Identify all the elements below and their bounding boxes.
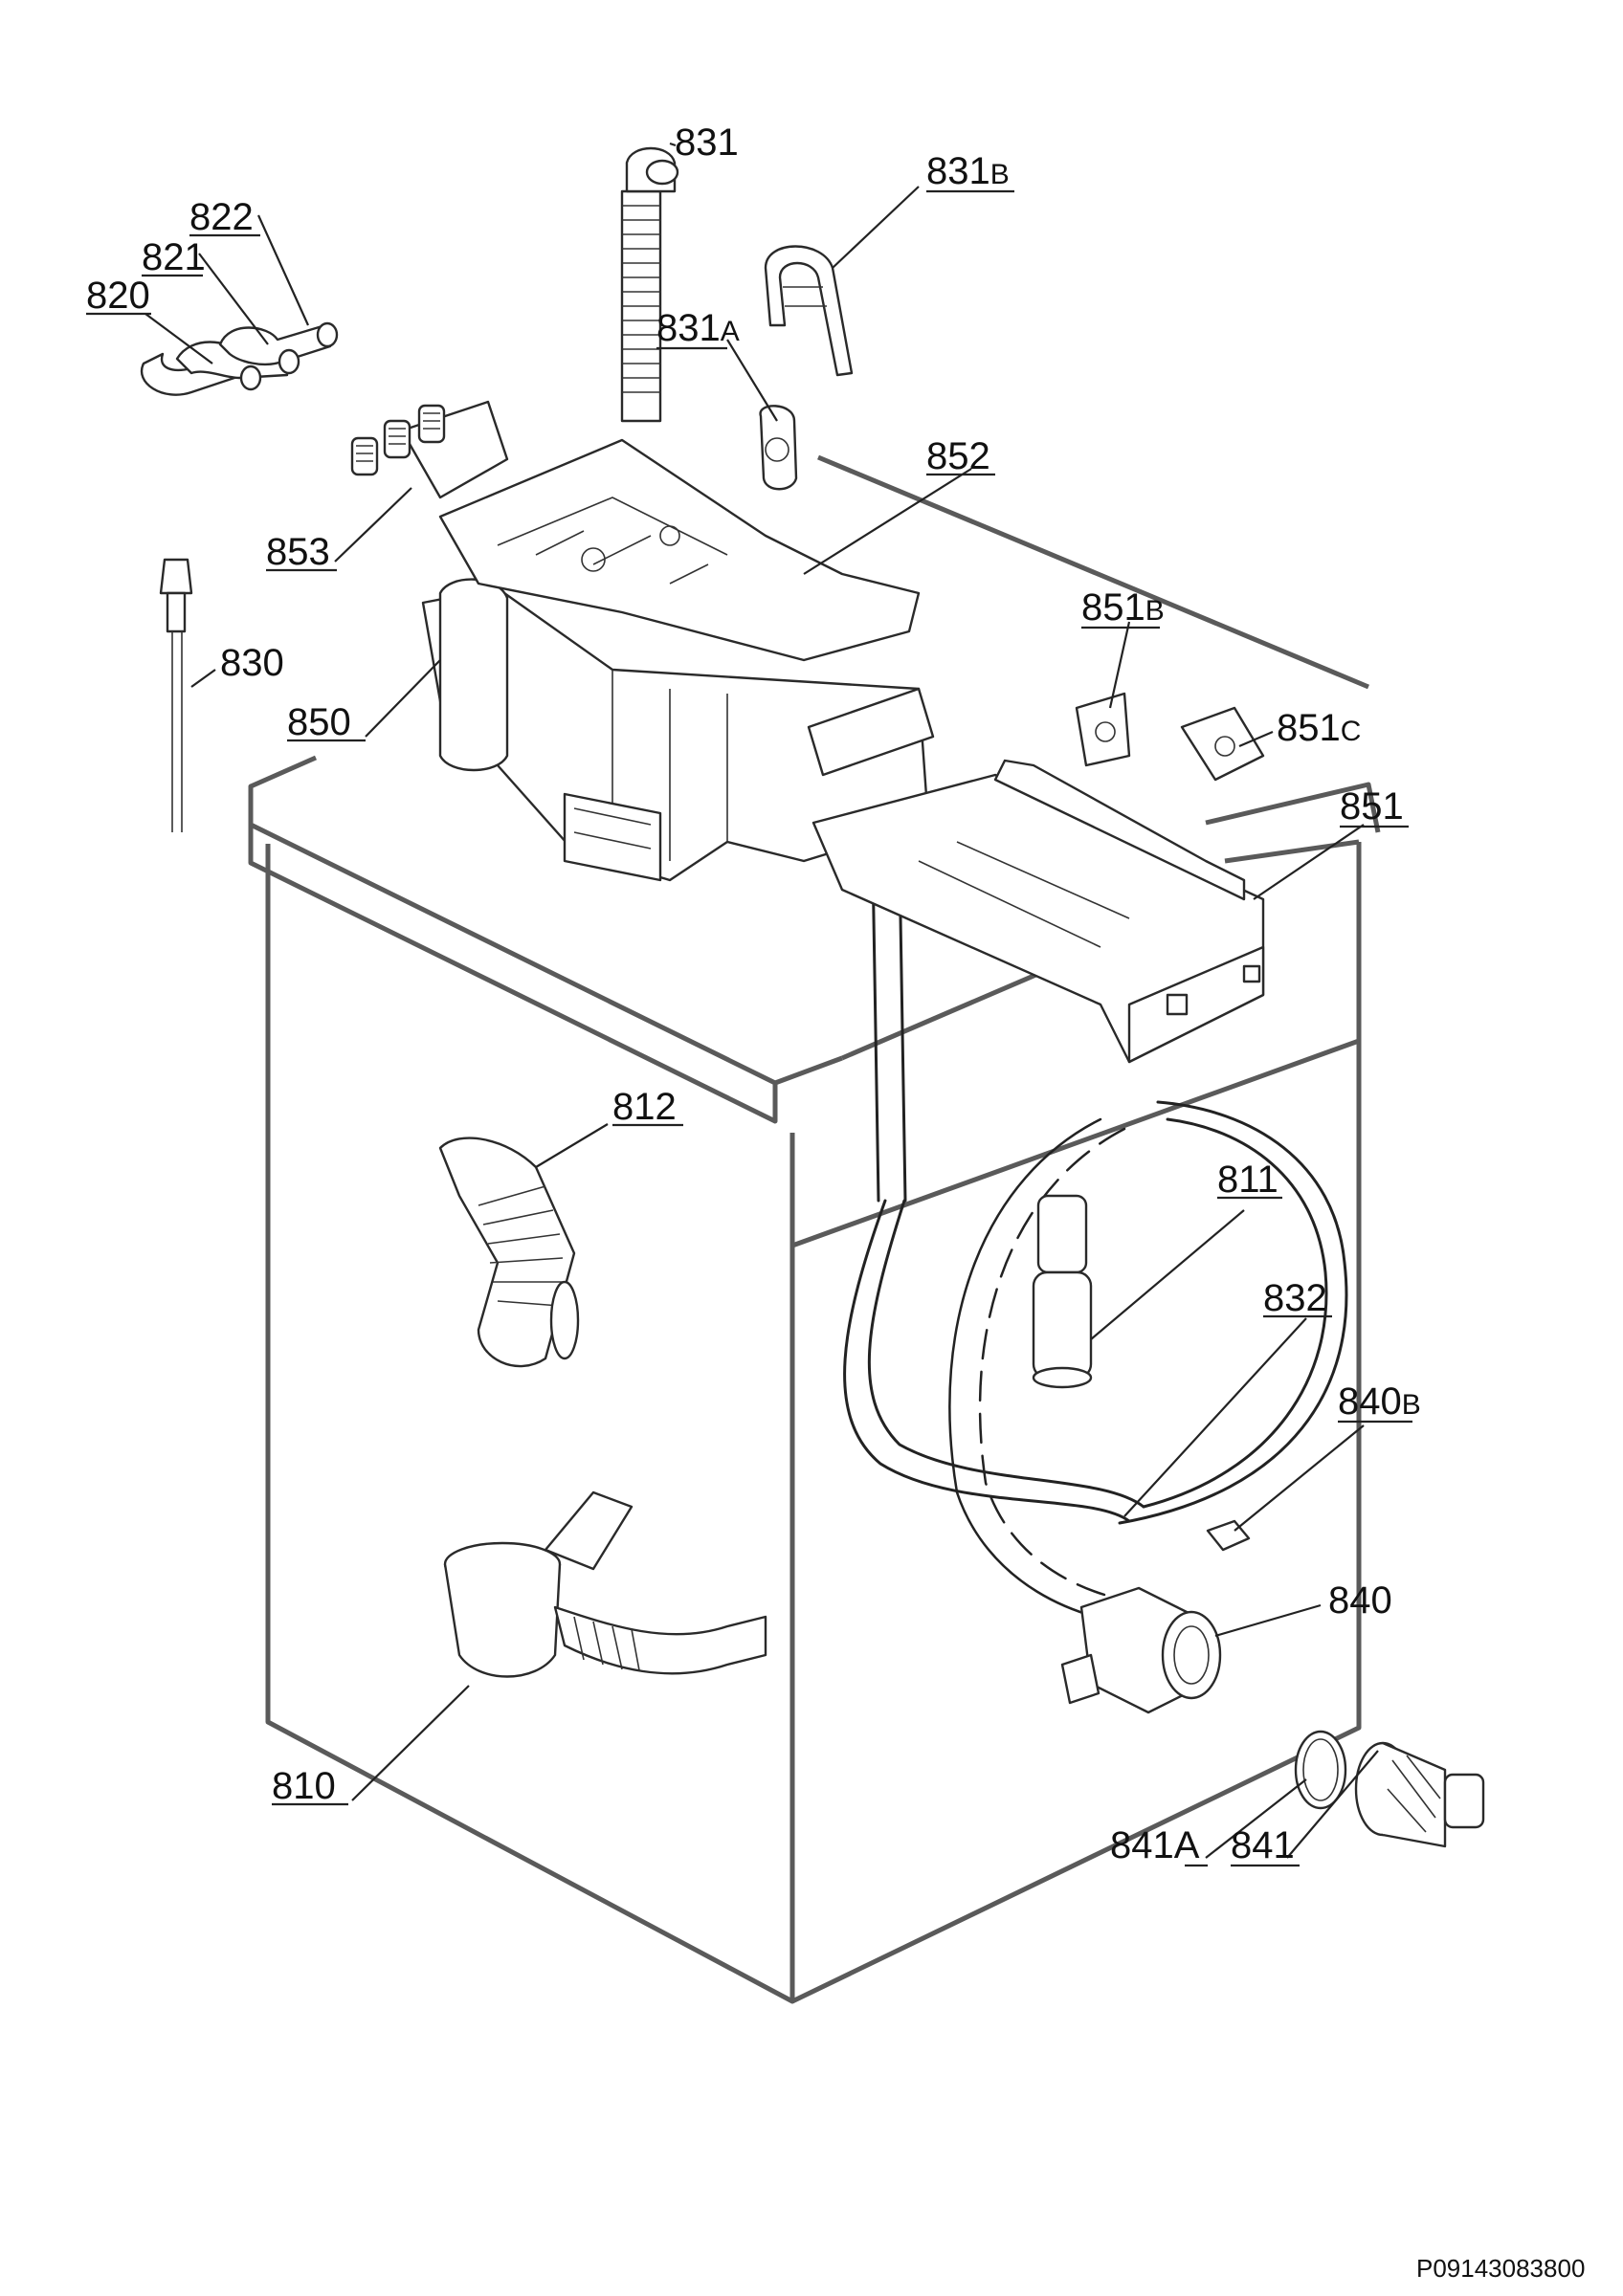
label-822: 822 xyxy=(189,196,254,238)
part-851C xyxy=(1180,706,1265,782)
label-851B: 851B xyxy=(1081,586,1165,629)
document-code: P09143083800 xyxy=(1416,2254,1585,2283)
pressure-chamber-811 xyxy=(1032,1194,1093,1389)
leader-lines xyxy=(145,142,1379,1859)
sump-hose-810 xyxy=(443,1490,767,1678)
bellows-hose-812 xyxy=(438,1137,580,1368)
dispenser-housing xyxy=(421,578,935,882)
label-811: 811 xyxy=(1217,1159,1278,1201)
drain-hose-loop xyxy=(843,859,1348,1628)
label-851C: 851C xyxy=(1277,707,1361,749)
label-832: 832 xyxy=(1263,1277,1327,1319)
pump-filter-841 xyxy=(1354,1741,1485,1848)
dispenser-cover xyxy=(438,438,921,662)
label-840B: 840B xyxy=(1338,1380,1421,1423)
drain-hose-831 xyxy=(620,146,679,423)
label-841: 841 xyxy=(1231,1824,1295,1866)
inlet-valve xyxy=(350,400,509,499)
label-812: 812 xyxy=(612,1086,677,1128)
label-810: 810 xyxy=(272,1765,336,1807)
clip-840B xyxy=(1206,1519,1251,1552)
label-841A: 841A xyxy=(1110,1824,1200,1866)
hose-guide-831B xyxy=(764,245,854,377)
label-820: 820 xyxy=(86,275,150,317)
label-830: 830 xyxy=(220,642,284,684)
label-850: 850 xyxy=(287,701,351,743)
part-labels: 831 831B 822 821 820 831A 852 853 830 85… xyxy=(86,121,1421,1867)
small-hoses xyxy=(140,321,339,396)
label-851: 851 xyxy=(1340,785,1404,828)
label-831B: 831B xyxy=(926,150,1010,192)
label-853: 853 xyxy=(266,531,330,573)
part-851B xyxy=(1075,692,1131,767)
drain-pump-840 xyxy=(1060,1586,1222,1714)
clamp-831A xyxy=(759,405,798,491)
inlet-hose-830 xyxy=(159,558,193,832)
seal-ring-841A xyxy=(1294,1730,1347,1810)
label-852: 852 xyxy=(926,435,990,477)
detergent-drawer xyxy=(812,759,1265,1064)
label-840: 840 xyxy=(1328,1579,1392,1622)
label-831: 831 xyxy=(675,121,739,164)
label-831A: 831A xyxy=(656,307,740,349)
label-821: 821 xyxy=(142,236,206,278)
